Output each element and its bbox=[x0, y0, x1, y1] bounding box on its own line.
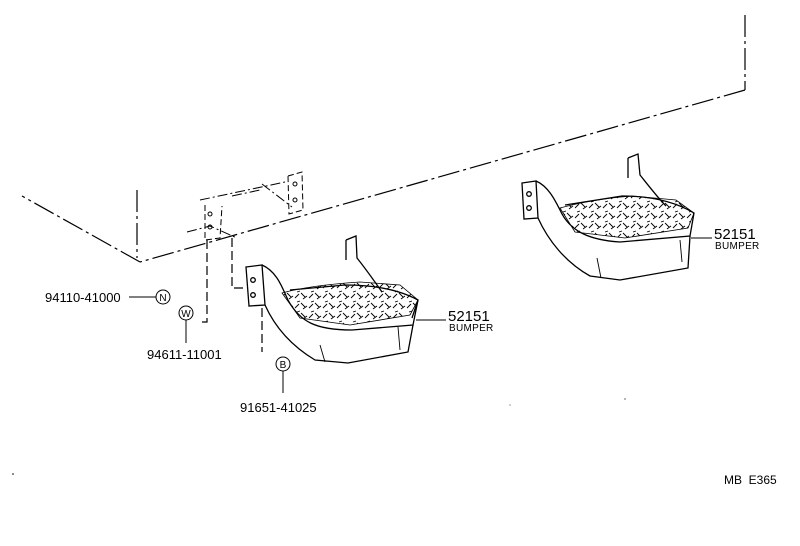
symbol-n-circle bbox=[155, 289, 171, 305]
step-bumper-left bbox=[245, 235, 419, 364]
step-bumper-right bbox=[521, 153, 695, 281]
bumper-right-part-number: 52151 bbox=[714, 226, 756, 243]
part-number-91651-41025: 91651-41025 bbox=[240, 400, 317, 415]
frame-bracket bbox=[186, 171, 304, 241]
symbol-n-label: N bbox=[159, 293, 166, 304]
bumper-right-name: BUMPER bbox=[715, 241, 760, 252]
callout-bumper-right: 52151 BUMPER bbox=[691, 226, 760, 252]
symbol-b-label: B bbox=[280, 360, 287, 371]
symbol-w-label: W bbox=[181, 309, 191, 320]
callout-91651-41025: B 91651-41025 bbox=[240, 356, 317, 415]
bumper-left-name: BUMPER bbox=[449, 323, 494, 334]
vehicle-body-outline bbox=[21, 15, 746, 263]
callout-94110-41000: 94110-41000 N bbox=[45, 289, 171, 305]
part-number-94611-11001: 94611-11001 bbox=[147, 347, 222, 362]
bumper-left-part-number: 52151 bbox=[448, 308, 490, 325]
fastener-assembly-lines bbox=[198, 238, 263, 352]
part-number-94110-41000: 94110-41000 bbox=[45, 290, 121, 305]
scan-specks bbox=[12, 398, 626, 475]
callout-94611-11001: W 94611-11001 bbox=[147, 305, 222, 362]
callout-bumper-left: 52151 BUMPER bbox=[416, 308, 494, 334]
figure-reference: MB E365 bbox=[724, 473, 777, 487]
